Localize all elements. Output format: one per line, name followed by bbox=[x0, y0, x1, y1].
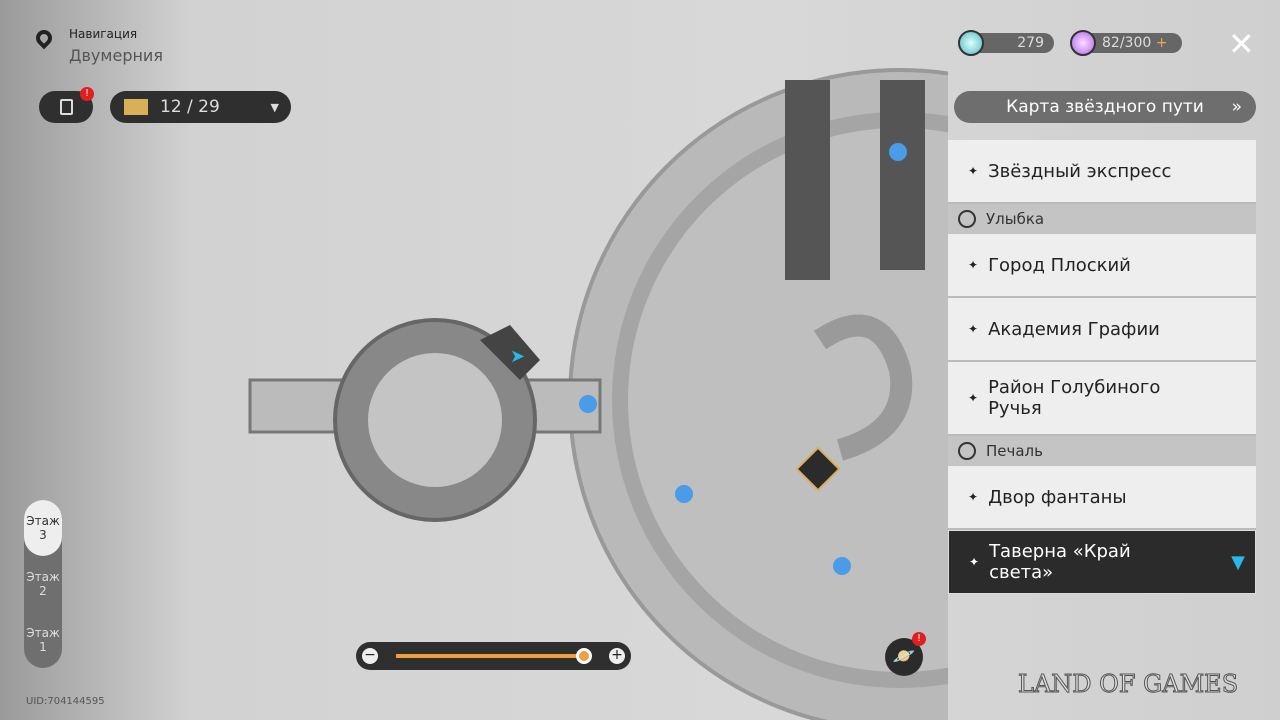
chest-count: 12 / 29 bbox=[160, 97, 220, 117]
floor-label: Этаж bbox=[26, 570, 60, 584]
zoom-slider[interactable]: − + bbox=[356, 642, 631, 670]
location-label: Таверна «Край света» bbox=[989, 541, 1131, 583]
nav-subtitle: Навигация bbox=[69, 27, 138, 41]
category-label: Улыбка bbox=[986, 210, 1045, 228]
location-label: Район Голубиного Ручья bbox=[988, 377, 1161, 419]
trailblaze-power-icon bbox=[1070, 30, 1096, 56]
map-drawing: ➤ bbox=[248, 68, 948, 720]
location-label: Звёздный экспресс bbox=[988, 160, 1172, 182]
location-label: Город Плоский bbox=[988, 254, 1131, 276]
stellar-jade-icon bbox=[958, 30, 984, 56]
chevron-down-icon: ▼ bbox=[270, 100, 279, 114]
alert-badge-icon: ! bbox=[80, 87, 94, 101]
zoom-out-icon[interactable]: − bbox=[362, 648, 378, 664]
watermark: LAND OF GAMES bbox=[1017, 670, 1239, 699]
category-label: Печаль bbox=[986, 442, 1043, 460]
floor-number: 1 bbox=[39, 640, 47, 654]
location-item[interactable]: ✦ Звёздный экспресс bbox=[948, 140, 1256, 204]
svg-text:➤: ➤ bbox=[510, 346, 525, 367]
star-icon: ✦ bbox=[968, 322, 979, 336]
currency-1: 279 bbox=[960, 33, 1054, 53]
current-location-marker-icon: ▼ bbox=[1231, 551, 1245, 573]
location-item[interactable]: ✦ Район Голубиного Ручья bbox=[948, 362, 1256, 436]
add-icon[interactable]: + bbox=[1155, 35, 1168, 51]
chest-counter-dropdown[interactable]: 12 / 29 ▼ bbox=[110, 91, 291, 123]
alert-badge-icon: ! bbox=[912, 632, 926, 646]
star-map-button[interactable]: Карта звёздного пути» bbox=[954, 91, 1256, 123]
star-icon: ✦ bbox=[968, 258, 979, 272]
location-item[interactable]: ✦ Город Плоский bbox=[948, 234, 1256, 298]
uid-label: UID:704144595 bbox=[26, 696, 105, 707]
currency-2[interactable]: 82/300 + bbox=[1072, 33, 1182, 53]
star-icon: ✦ bbox=[968, 164, 979, 178]
close-icon[interactable]: ✕ bbox=[1228, 25, 1255, 63]
zoom-track[interactable] bbox=[396, 654, 586, 658]
location-item[interactable]: ✦ Двор фантаны bbox=[948, 466, 1256, 530]
chevrons-right-icon: » bbox=[1231, 97, 1242, 117]
floor-number: 2 bbox=[39, 584, 47, 598]
mood-icon bbox=[958, 442, 976, 460]
star-icon: ✦ bbox=[968, 490, 979, 504]
star-icon: ✦ bbox=[968, 391, 979, 405]
location-title: Двумерния bbox=[69, 46, 163, 65]
floor-number: 3 bbox=[39, 528, 47, 542]
zoom-handle[interactable] bbox=[576, 648, 592, 664]
mood-icon bbox=[958, 210, 976, 228]
floor-label: Этаж bbox=[26, 514, 60, 528]
document-icon bbox=[59, 99, 73, 115]
floor-label: Этаж bbox=[26, 626, 60, 640]
location-item[interactable]: ✦ Таверна «Край света» ▼ bbox=[948, 530, 1256, 594]
category-header: Улыбка bbox=[948, 204, 1256, 234]
location-item[interactable]: ✦ Академия Графии bbox=[948, 298, 1256, 362]
zoom-in-icon[interactable]: + bbox=[609, 648, 625, 664]
location-label: Двор фантаны bbox=[988, 486, 1127, 508]
location-label: Академия Графии bbox=[988, 318, 1160, 340]
star-icon: ✦ bbox=[969, 555, 980, 569]
map-canvas[interactable]: ➤ bbox=[0, 0, 948, 720]
chest-icon bbox=[124, 99, 148, 115]
category-header: Печаль bbox=[948, 436, 1256, 466]
